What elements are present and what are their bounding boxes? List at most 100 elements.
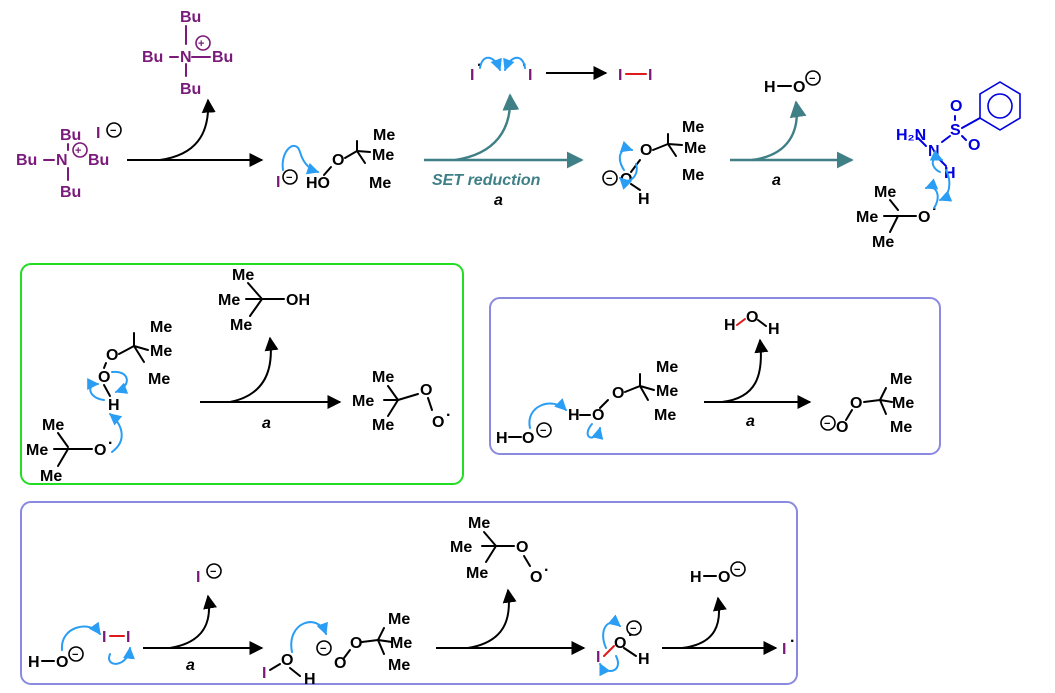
svg-text:O: O xyxy=(718,569,730,586)
svg-text:Me: Me xyxy=(40,468,62,485)
svg-text:O: O xyxy=(746,309,758,326)
svg-text:O: O xyxy=(94,442,106,459)
svg-text:O: O xyxy=(56,654,68,671)
svg-text:N: N xyxy=(56,152,68,169)
svg-text:−: − xyxy=(824,418,830,430)
svg-text:I: I xyxy=(596,649,600,666)
water: H O H xyxy=(724,309,780,338)
tba-cation: Bu Bu N Bu Bu + xyxy=(142,9,233,98)
set-byproduct-arrow xyxy=(454,93,520,162)
svg-text:N: N xyxy=(180,49,192,66)
svg-text:+: + xyxy=(75,145,81,157)
svg-text:Me: Me xyxy=(150,319,172,336)
tbuoo-anion: − O O Me Me Me xyxy=(820,371,914,436)
sulfonohydrazide-product: S O O N H₂N H xyxy=(896,81,1021,202)
svg-text:H: H xyxy=(568,407,580,424)
svg-text:O: O xyxy=(530,569,542,586)
cond-label-green: a xyxy=(262,415,271,432)
svg-text:Me: Me xyxy=(890,371,912,388)
svg-text:H: H xyxy=(108,397,120,414)
tbhp-radical-anion: − O H O Me Me Me xyxy=(602,119,706,208)
svg-text:O: O xyxy=(612,385,624,402)
svg-text:Me: Me xyxy=(390,635,412,652)
svg-text:Me: Me xyxy=(42,417,64,434)
byproduct-arrow-1 xyxy=(159,98,216,161)
svg-text:Me: Me xyxy=(232,267,254,284)
svg-text:Me: Me xyxy=(26,442,48,459)
svg-text:H: H xyxy=(764,79,776,96)
svg-text:−: − xyxy=(210,566,216,578)
svg-text:O: O xyxy=(332,152,344,169)
iodide-bottom: I − xyxy=(196,563,222,586)
hydroxide-top: H O − xyxy=(764,70,821,96)
svg-text:Me: Me xyxy=(218,292,240,309)
svg-text:−: − xyxy=(630,623,636,635)
svg-text:Me: Me xyxy=(654,407,676,424)
svg-text:−: − xyxy=(540,425,546,437)
svg-text:·: · xyxy=(628,627,633,644)
svg-text:I: I xyxy=(102,629,106,646)
tbai-molecule: Bu Bu N Bu Bu + I − xyxy=(16,122,122,201)
hydroxide-release-arrow xyxy=(751,100,807,162)
svg-text:I: I xyxy=(470,67,474,84)
svg-text:O: O xyxy=(106,347,118,364)
svg-text:Me: Me xyxy=(468,515,490,532)
svg-text:O: O xyxy=(420,382,432,399)
svg-text:−: − xyxy=(110,125,116,137)
svg-text:H: H xyxy=(944,165,956,182)
svg-text:OH: OH xyxy=(286,292,310,309)
svg-text:Me: Me xyxy=(890,419,912,436)
hydroxide-bottom-release-arrow xyxy=(681,596,727,649)
svg-text:I: I xyxy=(276,174,280,191)
svg-text:·: · xyxy=(790,633,795,650)
svg-text:Me: Me xyxy=(682,167,704,184)
hat-donor: O Me Me Me O H xyxy=(87,319,172,453)
svg-text:H: H xyxy=(690,569,702,586)
iodide-tbhp: I − HO O Me Me Me xyxy=(276,127,395,192)
svg-text:I: I xyxy=(648,67,652,84)
svg-text:Me: Me xyxy=(372,147,394,164)
svg-text:Me: Me xyxy=(148,371,170,388)
svg-text:Me: Me xyxy=(656,359,678,376)
svg-text:O: O xyxy=(334,655,346,672)
water-release-arrow xyxy=(721,338,769,403)
svg-text:Me: Me xyxy=(150,343,172,360)
svg-text:O: O xyxy=(968,137,980,154)
hypoiodous-acid: I O − H · xyxy=(596,614,650,677)
svg-text:Bu: Bu xyxy=(212,49,233,66)
cond-label-bottom: a xyxy=(186,657,195,674)
svg-text:I: I xyxy=(96,125,100,142)
tert-butoxy-radical-green: Me Me Me O · xyxy=(26,417,113,485)
svg-text:Me: Me xyxy=(874,184,896,201)
svg-text:Me: Me xyxy=(656,383,678,400)
svg-text:I: I xyxy=(126,629,130,646)
svg-text:H: H xyxy=(768,321,780,338)
hydroxide-bottom: H O − xyxy=(28,621,101,671)
svg-text:O: O xyxy=(432,414,444,431)
svg-text:S: S xyxy=(950,122,961,139)
cond-label-1: a xyxy=(494,192,503,209)
svg-text:H₂N: H₂N xyxy=(896,127,926,144)
hydroxide-bottom-right: H O − xyxy=(690,561,746,586)
tbuoh-release-arrow xyxy=(229,336,279,403)
svg-text:I: I xyxy=(528,67,532,84)
svg-text:H: H xyxy=(304,671,316,688)
svg-text:Bu: Bu xyxy=(60,184,81,201)
frame-hydroxide-box xyxy=(489,297,941,455)
tert-butanol: Me Me Me OH xyxy=(218,267,310,334)
svg-text:I: I xyxy=(782,641,786,658)
svg-text:Me: Me xyxy=(369,175,391,192)
svg-text:O: O xyxy=(350,635,362,652)
svg-text:−: − xyxy=(320,643,326,655)
svg-text:·: · xyxy=(544,562,549,579)
svg-text:O: O xyxy=(592,407,604,424)
svg-text:Bu: Bu xyxy=(142,49,163,66)
iodine-molecule: I I xyxy=(618,67,652,84)
cond-label-lav: a xyxy=(746,413,755,430)
svg-text:Bu: Bu xyxy=(16,152,37,169)
svg-text:Me: Me xyxy=(450,539,472,556)
svg-text:Me: Me xyxy=(466,565,488,582)
frame-hat-box xyxy=(20,263,464,485)
tbhp-lav: H O O Me Me Me xyxy=(568,359,678,440)
